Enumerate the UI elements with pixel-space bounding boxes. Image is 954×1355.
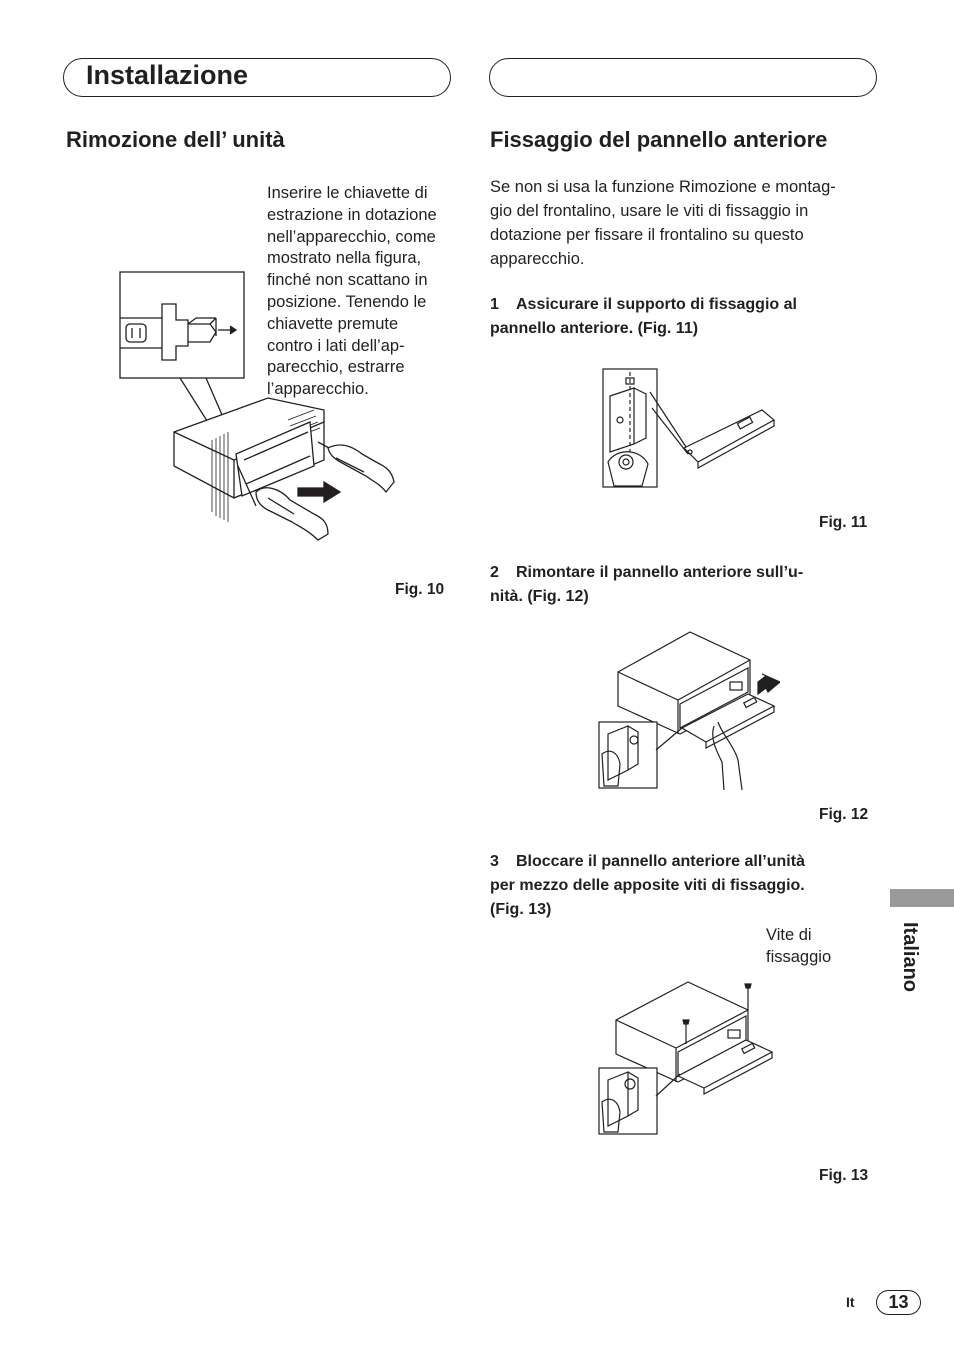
- empty-header-frame: [489, 58, 877, 97]
- left-instruction: Inserire le chiavette di estrazione in d…: [267, 184, 437, 399]
- fig-10-caption: Fig. 10: [395, 581, 445, 598]
- right-intro: Se non si usa la funzione Rimozione e mo…: [490, 178, 836, 268]
- fig-12-caption: Fig. 12: [819, 806, 869, 823]
- fig-10-illustration: [118, 270, 408, 542]
- screw-label: Vite di fissaggio: [766, 926, 832, 966]
- right-heading: Fissaggio del pannello anteriore: [490, 127, 828, 152]
- left-heading: Rimozione dell’ unità: [66, 127, 285, 152]
- side-tab-marker: [890, 889, 954, 907]
- footer-lang-code: It: [846, 1294, 855, 1310]
- fig-11-caption: Fig. 11: [819, 514, 868, 531]
- page-number: 13: [876, 1290, 921, 1315]
- section-title-frame: [63, 58, 451, 97]
- fig-12-illustration: [598, 630, 780, 790]
- side-language-label: Italiano: [899, 922, 921, 993]
- fig-13-caption: Fig. 13: [819, 1167, 869, 1184]
- fig-11-illustration: [602, 368, 778, 490]
- section-title: Installazione: [86, 60, 249, 90]
- fig-13-illustration: [598, 980, 778, 1136]
